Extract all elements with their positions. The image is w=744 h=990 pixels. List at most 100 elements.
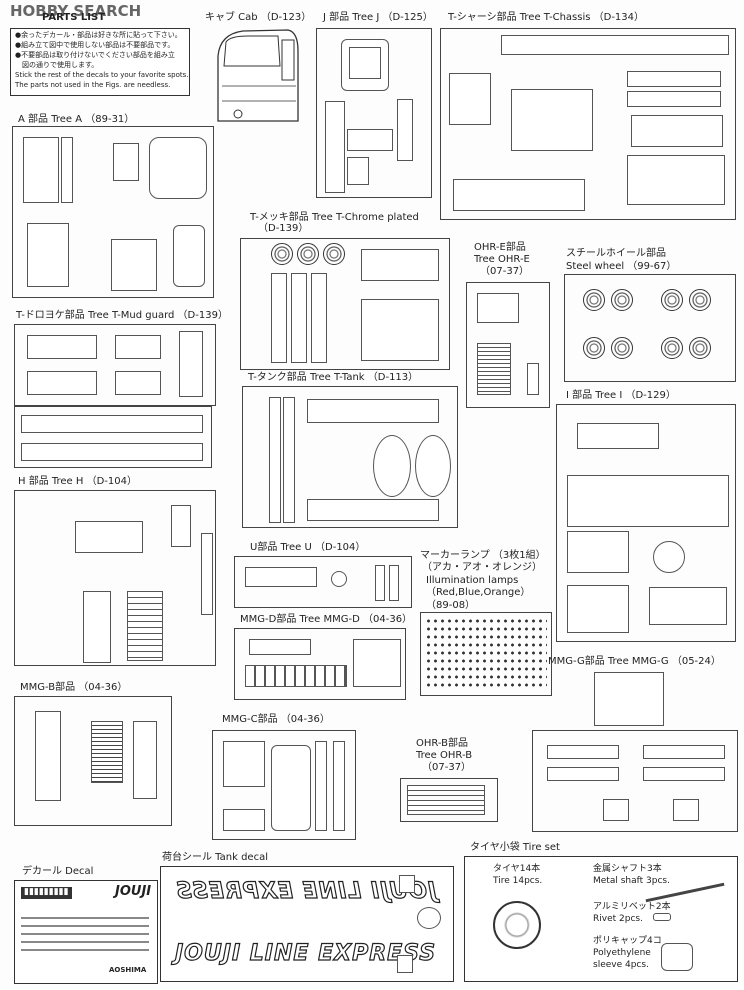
tire-icon [493,901,541,949]
part-chassis-rail-top [501,35,729,55]
steel-wheel-label-2: Steel wheel （99-67） [566,261,677,272]
mmg-b-runner [14,696,172,826]
part-a-2 [149,137,207,199]
steel-wheel-6 [611,337,633,359]
tank-decal-label: 荷台シール Tank decal [162,852,268,863]
part-j-grille [347,129,393,151]
tank-decal-sheet: JOUJI LINE EXPRESS JOUJI LINE EXPRESS [160,866,454,982]
part-mudguard-1 [27,335,97,359]
part-chrome-bar-1 [271,273,287,363]
part-chrome-grille [361,249,439,281]
ohr-b-label-3: （07-37） [422,762,472,773]
part-a-7 [61,137,73,203]
part-mmg-c-4 [333,741,345,831]
part-chassis-frame [631,115,723,147]
part-mmg-d-emblem [353,639,401,687]
part-chassis-brackets [627,155,725,205]
mud-guard-runner-bottom [14,406,212,468]
tree-j-runner [316,28,432,198]
part-chassis-rail-1 [627,71,721,87]
part-chrome-bumper [361,299,439,361]
decal-sheet: ▮▮▮▮▮▮▮▮▮ JOUJI AOSHIMA [14,880,158,984]
part-i-brake [567,531,629,573]
part-tank-panel-top [307,399,439,423]
chrome-hub-3 [323,243,345,265]
mmg-g-label: MMG-G部品 Tree MMG-G （05-24） [548,656,721,667]
part-i-gear [653,541,685,573]
part-tank-rail-2 [283,397,295,523]
ohr-b-label-1: OHR-B部品 [416,738,469,749]
steel-wheel-8 [689,337,711,359]
mud-guard-runner-top [14,324,216,406]
part-i-seat [567,585,629,633]
part-ohr-e-6 [477,343,511,395]
ohr-e-label-3: （07-37） [480,266,530,277]
note-line-3: ●不要部品は取り付けないでください部品を組み立 [15,51,175,59]
part-mmg-c-12 [223,809,265,831]
chrome-hub-2 [297,243,319,265]
parts-list-title: PARTS LIST [42,12,106,23]
steel-wheel-7 [661,337,683,359]
part-chassis-small [453,179,585,211]
part-mmg-b-14 [91,721,123,783]
steel-wheel-runner [564,274,736,382]
part-mmg-g-9 [547,767,619,781]
part-h-panel [75,521,143,553]
steel-wheel-4 [689,289,711,311]
part-ohr-e-7 [527,363,539,395]
part-ohr-e-8 [477,293,519,323]
part-mmg-c-5 [271,745,311,831]
part-u-rod-2 [389,565,399,601]
part-a-21 [27,223,69,287]
part-mudguard-5 [179,331,203,397]
ohr-e-label-1: OHR-E部品 [474,242,526,253]
mmg-g-runner [532,730,738,832]
part-mudguard-50 [21,415,203,433]
t-chassis-runner [440,28,736,220]
mmg-b-label: MMG-B部品 （04-36） [20,682,128,693]
part-h-grid [127,591,163,661]
decal-eagle [417,907,441,929]
marker-label-1: マーカーランプ （3枚1組） [420,550,546,561]
steel-wheel-3 [661,289,683,311]
part-mudguard-2 [27,371,97,395]
tree-u-runner [234,556,412,608]
note-line-5: Stick the rest of the decals to your fav… [15,71,189,79]
note-line-2: ●組み立て図中で使用しない部品は不要部品です。 [15,41,175,49]
part-i-rods [567,475,729,527]
part-u-bar [245,567,317,587]
part-i-plate [649,587,727,625]
steel-wheel-label-1: スチールホイール部品 [566,248,666,259]
decal-label: デカール Decal [22,866,94,877]
tank-decal-normal: JOUJI LINE EXPRESS [174,940,437,966]
part-u-knob [331,571,347,587]
cab-drawing [217,29,299,122]
decal-strip: ▮▮▮▮▮▮▮▮▮ [21,887,72,899]
ohr-b-runner [400,778,498,822]
note-line-1: ●余ったデカール・部品は好きな所に貼って下さい。 [15,31,182,39]
mmg-d-label: MMG-D部品 Tree MMG-D （04-36） [240,614,413,625]
tire-count-en: Tire 14pcs. [493,876,543,886]
part-h-ladder [83,591,111,663]
mmg-c-label: MMG-C部品 （04-36） [222,714,330,725]
part-chassis-axle [449,73,491,125]
part-mudguard-51 [21,443,203,461]
tree-a-runner [12,126,214,298]
part-mudguard-4 [115,371,161,395]
part-h-9 [171,505,191,547]
tree-i-label: I 部品 Tree I （D-129） [566,390,676,401]
part-h-chain [201,533,213,615]
t-chrome-code: （D-139） [258,223,309,234]
part-mmg-g-10 [643,767,725,781]
steel-wheel-5 [583,337,605,359]
mmg-c-runner [212,730,356,840]
steel-wheel-1 [583,289,605,311]
rivet-icon [653,913,671,921]
watermark: HOBBY SEARCH [10,2,142,20]
sleeve-icon [661,943,693,971]
tree-h-runner [14,490,216,666]
part-mmg-d-18 [249,639,311,655]
note-line-6: The parts not used in the Figs. are need… [15,81,171,89]
part-mudguard-3 [115,335,161,359]
